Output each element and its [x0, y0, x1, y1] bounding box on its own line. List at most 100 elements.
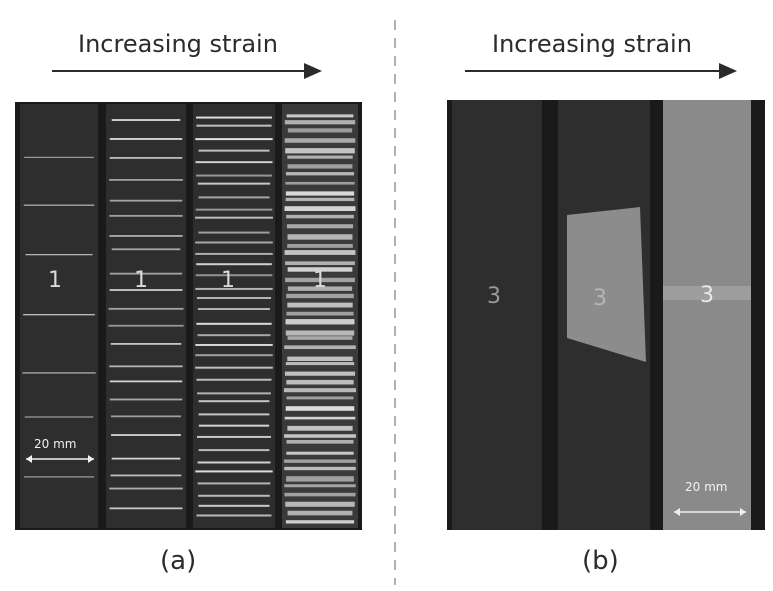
crack-line	[196, 322, 272, 325]
crack-line	[196, 124, 272, 127]
crack-line	[25, 254, 93, 256]
crack-line	[287, 286, 353, 291]
crack-line	[110, 474, 182, 477]
crack-line	[24, 156, 94, 158]
crack-line	[285, 319, 355, 325]
crack-line	[286, 379, 354, 385]
crack-line	[198, 231, 270, 234]
crack-line	[286, 224, 354, 229]
scale-label-b: 20 mm	[685, 480, 728, 494]
crack-line	[23, 204, 95, 206]
crack-line	[285, 330, 355, 336]
crack-line	[111, 457, 181, 460]
crack-line	[285, 172, 355, 176]
caption-a: (a)	[160, 546, 197, 576]
crack-line	[284, 466, 356, 471]
crack-line	[195, 470, 273, 473]
crack-line	[198, 504, 270, 507]
crack-line	[197, 182, 271, 185]
crack-line	[286, 214, 354, 219]
crack-line	[197, 482, 271, 485]
crack-line	[196, 263, 272, 266]
crack-line	[109, 365, 183, 368]
crack-line	[196, 297, 272, 300]
specimen-a1	[20, 104, 98, 528]
crack-line	[196, 378, 272, 381]
crack-line	[286, 439, 354, 444]
crack-line	[198, 449, 270, 452]
crack-line	[286, 476, 354, 482]
crack-line	[284, 371, 356, 376]
crack-line	[198, 308, 270, 311]
crack-line	[284, 484, 356, 488]
crack-line	[23, 476, 95, 478]
crack-line	[109, 289, 183, 291]
crack-line	[24, 416, 94, 418]
crack-line	[109, 138, 183, 140]
crack-line	[285, 148, 355, 154]
caption-b: (b)	[582, 546, 619, 576]
specimen-b2-band	[567, 207, 646, 362]
crack-line	[198, 494, 270, 497]
crack-line	[111, 248, 181, 251]
crack-line	[286, 293, 354, 299]
specimen-a3	[193, 104, 275, 528]
crack-line	[285, 520, 355, 524]
crack-line	[287, 510, 353, 516]
crack-line	[284, 459, 356, 463]
crack-line	[284, 416, 356, 420]
crack-line	[109, 380, 183, 383]
crack-line	[197, 461, 271, 464]
crack-line	[109, 507, 183, 510]
crack-line	[284, 250, 356, 255]
specimen-label-b2: 3	[593, 286, 607, 311]
crack-line	[285, 362, 355, 366]
crack-line	[284, 138, 356, 143]
crack-line	[286, 311, 354, 316]
crack-line	[195, 252, 273, 255]
specimen-b3-band	[663, 286, 751, 300]
crack-line	[285, 261, 355, 266]
crack-line	[285, 277, 355, 283]
crack-line	[198, 424, 270, 427]
specimen-label-a1: 1	[48, 268, 62, 293]
specimen-label-b1: 3	[487, 284, 501, 309]
crack-line	[196, 514, 272, 517]
crack-line	[285, 501, 355, 507]
crack-line	[197, 392, 271, 395]
specimen-label-a2: 1	[134, 268, 148, 293]
crack-line	[195, 161, 273, 164]
specimens-b	[452, 100, 751, 530]
crack-line	[195, 274, 273, 277]
crack-line	[198, 149, 270, 152]
specimen-a2	[106, 104, 186, 528]
crack-line	[287, 164, 353, 169]
header-a: Increasing strain	[78, 30, 278, 58]
crack-line	[109, 272, 183, 275]
crack-line	[287, 302, 353, 308]
crack-line	[285, 181, 355, 185]
crack-line	[285, 197, 355, 202]
crack-line	[23, 314, 95, 316]
crack-line	[109, 487, 183, 490]
crack-line	[108, 324, 184, 327]
crack-line	[110, 415, 182, 418]
header-b: Increasing strain	[492, 30, 692, 58]
crack-line	[197, 334, 271, 337]
specimen-label-a4: 1	[313, 268, 327, 293]
crack-line	[195, 287, 273, 290]
crack-line	[287, 155, 353, 159]
crack-line	[287, 267, 353, 272]
crack-line	[109, 199, 183, 202]
crack-line	[109, 157, 183, 159]
crack-line	[109, 235, 183, 237]
crack-line	[284, 434, 356, 438]
crack-line	[109, 179, 183, 181]
crack-line	[195, 216, 273, 219]
crack-line	[195, 208, 273, 211]
crack-line	[287, 356, 353, 362]
specimen-b3	[663, 100, 751, 530]
crack-line	[287, 336, 353, 340]
